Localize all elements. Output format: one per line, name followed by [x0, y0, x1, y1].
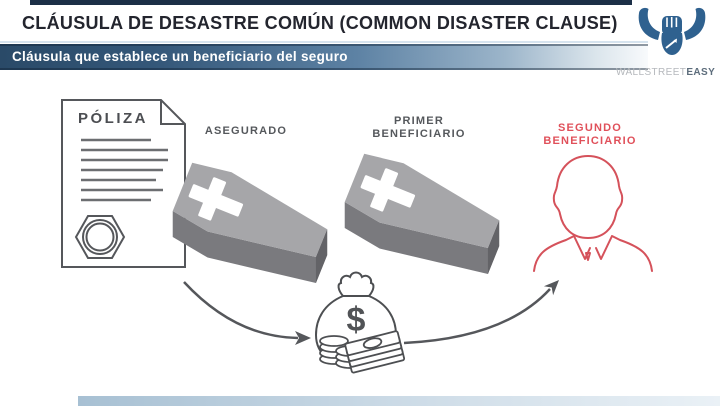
arrow-policy-to-money-icon	[183, 281, 311, 345]
bottom-accent-bar	[78, 396, 720, 406]
arrow-money-to-beneficiary-icon	[403, 280, 559, 345]
insured-label: ASEGURADO	[204, 125, 288, 137]
dollar-sign: $	[347, 301, 366, 339]
brand-name-secondary: EASY	[686, 67, 716, 78]
brand-logo: WALLSTREETEASY	[616, 2, 716, 82]
policy-text-lines	[81, 138, 168, 202]
coffin-first-beneficiary-icon	[333, 148, 515, 290]
subtitle-bar: Cláusula que establece un beneficiario d…	[0, 44, 648, 70]
bull-logo-icon	[638, 7, 706, 55]
seal-icon	[74, 215, 126, 259]
policy-title-label: PÓLIZA	[78, 110, 148, 127]
page-title: CLÁUSULA DE DESASTRE COMÚN (COMMON DISAS…	[22, 13, 618, 33]
second-beneficiary-label: SEGUNDO BENEFICIARIO	[543, 122, 637, 147]
brand-name: WALLSTREETEASY	[616, 67, 716, 78]
coffin-insured-icon	[161, 157, 343, 299]
subtitle-text: Cláusula que establece un beneficiario d…	[12, 49, 348, 64]
first-beneficiary-label: PRIMER BENEFICIARIO	[372, 115, 466, 140]
top-accent-bar	[30, 0, 632, 5]
second-beneficiary-person-icon	[533, 155, 653, 272]
brand-name-primary: WALLSTREET	[616, 67, 687, 78]
banknotes-stack-icon	[344, 330, 406, 374]
subtitle-highlight-line	[0, 41, 648, 43]
